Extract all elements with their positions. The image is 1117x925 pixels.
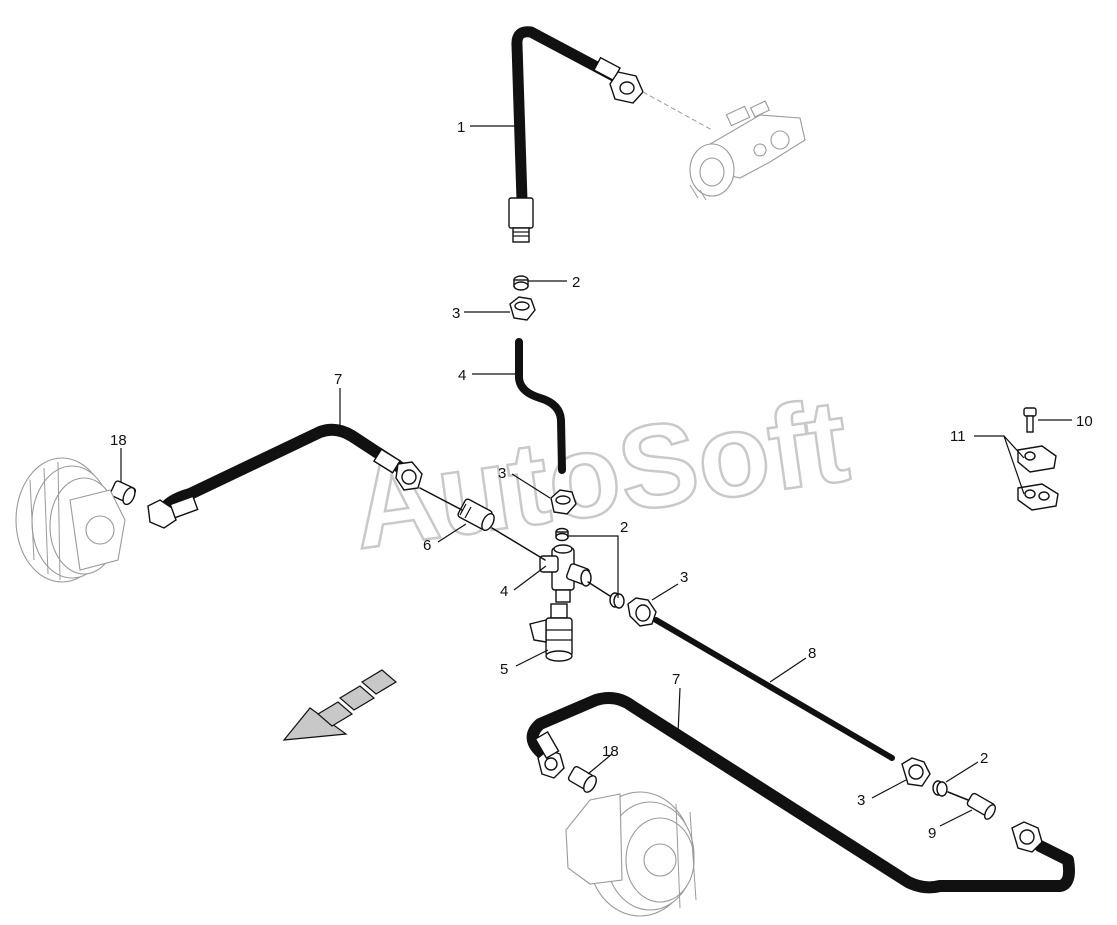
callout-labels: 1 2 3 4 7 18 3 2 6 4 3 5 8 7 18 2 3 9 10… (110, 119, 1093, 842)
callout-5: 5 (500, 661, 508, 678)
seal-washer-2-mid (555, 527, 569, 542)
callout-2: 2 (572, 274, 580, 291)
seal-washer-2-right (609, 592, 625, 609)
callout-7: 7 (672, 671, 680, 688)
union-nut-3-top (509, 296, 536, 321)
callout-2: 2 (620, 519, 628, 536)
callout-3: 3 (680, 569, 688, 586)
callout-18: 18 (602, 743, 619, 760)
direction-arrow (282, 669, 398, 741)
pipe-4 (515, 338, 566, 474)
bolt-10 (1023, 407, 1037, 433)
callout-4: 4 (458, 367, 466, 384)
adapter-6 (457, 498, 495, 531)
right-wheel-motor (565, 791, 697, 917)
callout-3: 3 (857, 792, 865, 809)
callout-10: 10 (1076, 413, 1093, 430)
pipe-8 (653, 617, 895, 761)
seal-washer-2-top (513, 275, 529, 291)
pipe-1 (508, 26, 644, 243)
seal-washer-2-lower (932, 780, 948, 797)
callout-7: 7 (334, 371, 342, 388)
callout-9: 9 (928, 825, 936, 842)
callout-1: 1 (457, 119, 465, 136)
clamp-11 (1017, 445, 1059, 511)
callout-11: 11 (950, 428, 966, 445)
callout-6: 6 (423, 537, 431, 554)
callout-18: 18 (110, 432, 127, 449)
fitting-18-left (109, 480, 137, 506)
callout-8: 8 (808, 645, 816, 662)
callout-2: 2 (980, 750, 988, 767)
callout-3: 3 (452, 305, 460, 322)
union-nut-3-lower (901, 757, 931, 787)
union-9 (947, 791, 996, 820)
callout-4: 4 (500, 583, 508, 600)
master-cylinder (642, 91, 806, 201)
leader-lines (120, 125, 1072, 827)
fitting-18-right (567, 765, 597, 793)
left-wheel-motor (15, 457, 126, 583)
union-nut-3-right (627, 597, 657, 627)
callout-3: 3 (498, 465, 506, 482)
union-nut-3-mid (550, 489, 577, 515)
tee-fitting (539, 544, 592, 603)
hose-7-left (147, 423, 423, 529)
pressure-switch-5 (529, 603, 573, 662)
hose-7-right (526, 692, 1075, 894)
